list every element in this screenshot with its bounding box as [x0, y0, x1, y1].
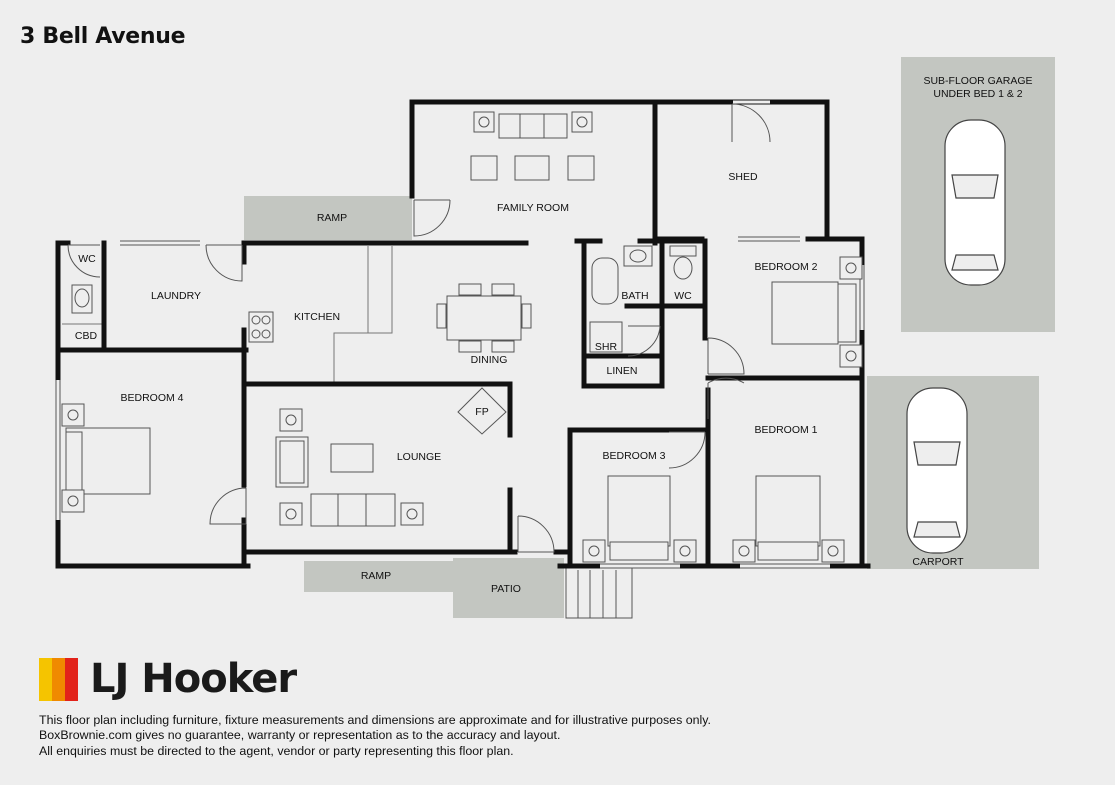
label-wc-left: WC — [78, 253, 96, 265]
interior-partitions — [62, 246, 628, 384]
brand-stripe-red — [65, 657, 78, 701]
label-lounge: LOUNGE — [397, 451, 441, 463]
disclaimer: This floor plan including furniture, fix… — [39, 713, 711, 759]
label-family-room: FAMILY ROOM — [497, 202, 569, 214]
door-bed1 — [707, 377, 745, 419]
window-lines — [55, 236, 865, 569]
label-bedroom1: BEDROOM 1 — [754, 424, 817, 436]
disclaimer-line-1: This floor plan including furniture, fix… — [39, 713, 711, 727]
furniture — [61, 111, 863, 563]
door-bed4 — [209, 487, 247, 525]
property-title: 3 Bell Avenue — [20, 24, 186, 49]
label-carport: CARPORT — [912, 556, 964, 568]
steps — [565, 565, 633, 619]
disclaimer-line-3: All enquiries must be directed to the ag… — [39, 743, 514, 758]
ramp-top-area — [244, 196, 412, 240]
patio-area — [453, 558, 564, 618]
label-linen: LINEN — [607, 365, 638, 377]
label-bedroom3: BEDROOM 3 — [602, 450, 665, 462]
door-shed — [731, 103, 771, 143]
label-shed: SHED — [728, 171, 758, 183]
car-garage — [944, 119, 1006, 286]
door-laundry — [205, 244, 243, 282]
car-carport — [906, 387, 968, 554]
doors — [67, 103, 771, 553]
label-garage-line2: UNDER BED 1 & 2 — [933, 88, 1022, 100]
disclaimer-line-2: BoxBrownie.com gives no guarantee, warra… — [39, 728, 561, 743]
label-shr: SHR — [595, 341, 618, 353]
label-bedroom4: BEDROOM 4 — [120, 392, 183, 404]
door-ramp — [413, 199, 451, 237]
label-bath: BATH — [621, 290, 648, 302]
label-dining: DINING — [471, 354, 508, 366]
brand-stripe-yellow — [39, 657, 52, 701]
label-kitchen: KITCHEN — [294, 311, 340, 323]
label-patio: PATIO — [491, 583, 521, 595]
door-bed3 — [668, 431, 706, 469]
brand-logo: LJ Hooker — [39, 656, 297, 702]
door-bath — [627, 325, 661, 357]
door-wc-left — [67, 244, 101, 278]
room-labels: FAMILY ROOM SHED RAMP WC LAUNDRY CBD KIT… — [75, 75, 1033, 595]
label-ramp-bottom: RAMP — [361, 570, 391, 582]
door-patio — [517, 515, 555, 553]
label-garage-line1: SUB-FLOOR GARAGE — [923, 75, 1032, 87]
door-bed2 — [707, 337, 745, 375]
brand-mark-icon — [39, 657, 78, 701]
ramp-bottom-area — [304, 561, 454, 592]
label-ramp-top: RAMP — [317, 212, 347, 224]
windows — [56, 100, 864, 568]
brand-stripe-orange — [52, 657, 65, 701]
label-fp: FP — [475, 406, 488, 418]
label-laundry: LAUNDRY — [151, 290, 201, 302]
label-wc-center: WC — [674, 290, 692, 302]
brand-name: LJ Hooker — [90, 656, 297, 702]
label-cbd: CBD — [75, 330, 98, 342]
label-bedroom2: BEDROOM 2 — [754, 261, 817, 273]
